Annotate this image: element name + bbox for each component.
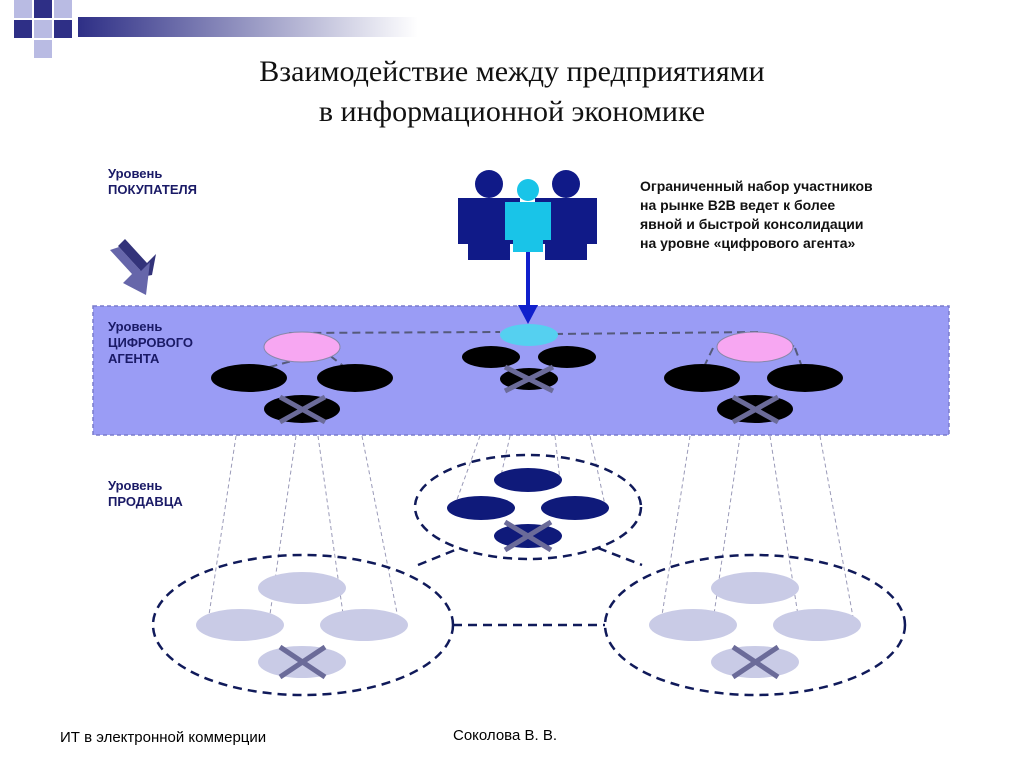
seller-node <box>494 468 562 492</box>
cross-mark-icon <box>503 364 555 394</box>
footer-course: ИТ в электронной коммерции <box>60 729 267 746</box>
cluster-links <box>417 546 643 627</box>
agent-node <box>317 364 393 392</box>
agent-hub-right <box>716 331 794 363</box>
corner-gradient-bar <box>78 17 418 37</box>
corner-square <box>14 0 32 18</box>
corner-decoration <box>14 0 418 58</box>
corner-square <box>34 0 52 18</box>
agent-node <box>664 364 740 392</box>
seller-node <box>773 609 861 641</box>
seller-node <box>320 609 408 641</box>
b2b-note-line4: на уровне «цифрового агента» <box>640 235 856 251</box>
page-title-line2: в информационной экономике <box>318 95 706 128</box>
corner-square <box>54 20 72 38</box>
seller-level-label-line1: Уровень <box>108 478 163 493</box>
agent-level-label-line2: ЦИФРОВОГО <box>108 335 194 350</box>
down-right-arrow-icon <box>110 239 156 295</box>
seller-node <box>649 609 737 641</box>
buyer-level-label-line1: Уровень <box>108 166 163 181</box>
agent-node <box>211 364 287 392</box>
seller-node <box>258 572 346 604</box>
cross-mark-icon <box>731 394 780 425</box>
seller-level-label-line2: ПРОДАВЦА <box>108 494 183 509</box>
b2b-note-line3: явной и быстрой консолидации <box>640 216 864 232</box>
b2b-note: Ограниченный набор участников на рынке B… <box>640 177 940 253</box>
corner-square <box>54 0 72 18</box>
corner-square <box>34 20 52 38</box>
b2b-note-line1: Ограниченный набор участников <box>640 178 873 194</box>
seller-nodes-left <box>196 572 408 678</box>
buyer-level-label-line2: ПОКУПАТЕЛЯ <box>108 182 197 197</box>
seller-cluster-right <box>603 553 907 697</box>
cross-marks <box>278 364 780 680</box>
agent-level-label: Уровень ЦИФРОВОГО АГЕНТА <box>108 319 193 367</box>
b2b-note-line2: на рынке B2B ведет к более <box>640 197 836 213</box>
cross-mark-icon <box>731 644 780 680</box>
page-title-line1: Взаимодействие между предприятиями <box>259 55 765 88</box>
agent-level-label-line1: Уровень <box>108 319 163 334</box>
seller-node <box>196 609 284 641</box>
people-group-icon <box>458 170 597 260</box>
seller-cluster-center <box>413 453 643 561</box>
seller-node <box>541 496 609 520</box>
cross-mark-icon <box>278 394 327 425</box>
agent-hub-left <box>263 331 341 363</box>
seller-node <box>447 496 515 520</box>
seller-level-label: Уровень ПРОДАВЦА <box>108 478 183 510</box>
buyer-level-label: Уровень ПОКУПАТЕЛЯ <box>108 166 197 198</box>
buyer-to-agent-arrow <box>518 252 538 324</box>
cross-mark-icon <box>503 519 553 553</box>
agent-node <box>538 346 596 368</box>
footer-author: Соколова В. В. <box>453 727 558 744</box>
seller-node <box>711 572 799 604</box>
corner-square <box>34 40 52 58</box>
cross-mark-icon <box>278 644 327 680</box>
page-title: Взаимодействие между предприятиями в инф… <box>0 52 1024 132</box>
agent-level-label-line3: АГЕНТА <box>108 351 160 366</box>
corner-square <box>14 20 32 38</box>
agent-hub-center <box>500 324 558 346</box>
agent-node <box>767 364 843 392</box>
agent-node <box>462 346 520 368</box>
